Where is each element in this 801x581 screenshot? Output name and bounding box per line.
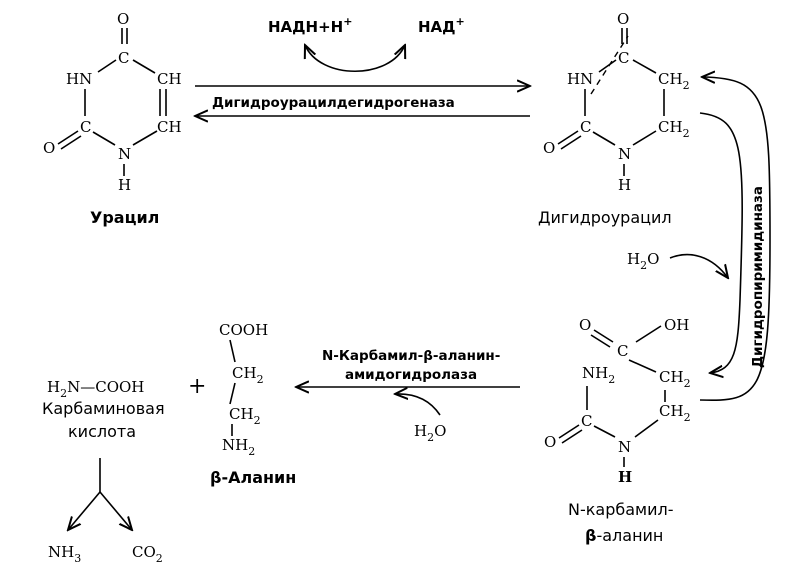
group-ch2: CH2: [232, 364, 264, 386]
beta-alanine-structure: COOH CH2 CH2 NH2 β-Аланин: [210, 321, 296, 487]
bond: [632, 59, 657, 74]
atom-ch: CH: [157, 70, 182, 88]
bond: [132, 59, 156, 74]
atom-c: C: [80, 118, 91, 136]
enzyme-amidohydrolase-2: амидогидролаза: [345, 367, 477, 383]
cofactor-nad: НАД+: [418, 15, 465, 36]
group-cooh: COOH: [219, 321, 268, 339]
bond: [229, 382, 236, 405]
atom-o: O: [544, 433, 556, 451]
bond: [593, 425, 616, 438]
atom-ch2: CH2: [658, 118, 690, 140]
bond: [634, 419, 659, 438]
dihydrouracil-name: Дигидроурацил: [538, 208, 672, 227]
bond: [560, 135, 582, 150]
atom-c: C: [581, 412, 592, 430]
atom-o: O: [617, 10, 629, 28]
bond: [92, 131, 116, 146]
atom-o: O: [543, 139, 555, 157]
atom-hn: HN: [66, 70, 92, 88]
reaction-2: H2O Дигидропиримидиназа: [627, 77, 771, 402]
atom-nh2: NH2: [582, 364, 615, 386]
bond: [628, 359, 657, 373]
carbamic-acid-name-1: Карбаминовая: [42, 399, 165, 418]
atom-c: C: [618, 49, 629, 67]
atom-c: C: [617, 342, 628, 360]
arrow-to-co2: [99, 491, 132, 530]
bond: [60, 135, 82, 150]
water-2: H2O: [414, 422, 446, 444]
group-ch2: CH2: [229, 405, 261, 427]
enzyme-amidohydrolase-1: N-Карбамил-β-аланин-: [322, 348, 500, 364]
product-nh3: NH3: [48, 543, 81, 565]
atom-h: H: [618, 176, 631, 194]
atom-n: N: [618, 438, 631, 456]
atom-oh: OH: [664, 316, 689, 334]
carbamyl-beta-alanine-name-2: β-аланин: [585, 526, 663, 545]
atom-o: O: [43, 139, 55, 157]
beta-alanine-name: β-Аланин: [210, 468, 296, 487]
atom-n: N: [118, 145, 131, 163]
carbamyl-beta-alanine-name-1: N-карбамил-: [568, 500, 674, 519]
atom-ch2: CH2: [659, 368, 691, 390]
bond: [229, 339, 236, 363]
carbamic-acid-formula: H2N—COOH: [47, 378, 144, 400]
atom-ch: CH: [157, 118, 182, 136]
atom-c: C: [580, 118, 591, 136]
reaction-1: НАДН+Н+ НАД+ Дигидроурацилдегидрогеназа: [195, 15, 530, 116]
enzyme-dihydropyrimidinase: Дигидропиримидиназа: [750, 186, 766, 368]
atom-ch2: CH2: [658, 70, 690, 92]
carbamyl-beta-alanine-structure: O OH C NH2 CH2 C CH2 O N H N-карбамил- β…: [544, 316, 691, 545]
enzyme-dehydrogenase: Дигидроурацилдегидрогеназа: [212, 95, 455, 111]
bond: [561, 429, 583, 444]
water-arrow: [669, 253, 728, 278]
cofactor-nadh: НАДН+Н+: [268, 15, 352, 36]
dihydrouracil-structure: O HN C CH2 C CH2 O N H Дигидроурацил: [538, 10, 690, 227]
group-nh2: NH2: [222, 436, 255, 458]
water-1: H2O: [627, 250, 659, 272]
arrow-to-nh3: [68, 491, 101, 530]
uracil-name: Урацил: [90, 208, 159, 227]
cofactor-curved-arrow: [305, 45, 405, 72]
reaction-3: N-Карбамил-β-аланин- амидогидролаза H2O: [296, 348, 520, 444]
bond: [598, 59, 617, 73]
atom-h: H: [118, 176, 131, 194]
atom-o: O: [117, 10, 129, 28]
bond: [632, 130, 657, 146]
atom-c: C: [118, 49, 129, 67]
bond: [635, 325, 662, 343]
carbamic-acid-name-2: кислота: [68, 422, 136, 441]
bond: [558, 424, 580, 439]
plus-sign: +: [188, 374, 206, 399]
bond: [97, 59, 117, 73]
bond: [593, 329, 614, 343]
hydrolysis-arrow: [699, 112, 743, 373]
bond: [592, 131, 616, 146]
atom-n: N: [618, 145, 631, 163]
cleavage-dashed-line: [590, 35, 629, 95]
bond: [57, 130, 79, 145]
atom-hn: HN: [567, 70, 593, 88]
uracil-structure: O HN C CH C CH O N H Урацил: [43, 10, 182, 227]
bond: [590, 334, 611, 348]
atom-o: O: [579, 316, 591, 334]
atom-h: H: [618, 468, 632, 486]
reverse-hydrolysis-arrow: [699, 77, 771, 402]
atom-ch2: CH2: [659, 402, 691, 424]
bond: [557, 130, 579, 145]
carbamic-acid-structure: H2N—COOH Карбаминовая кислота NH3 CO2: [42, 378, 165, 565]
water-arrow: [395, 394, 441, 416]
bond: [132, 130, 158, 146]
product-co2: CO2: [132, 543, 163, 565]
